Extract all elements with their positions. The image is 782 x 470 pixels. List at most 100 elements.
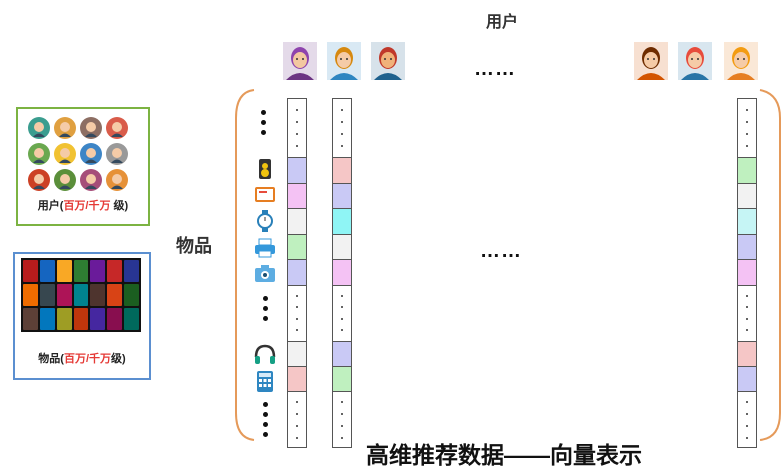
movie-poster-thumb <box>23 260 38 282</box>
user-face-icon <box>28 117 50 139</box>
items-axis-label: 物品 <box>176 236 212 256</box>
tablet-icon <box>253 184 277 206</box>
vector-cell <box>333 182 351 209</box>
user-avatar-icon <box>678 42 712 80</box>
vector-cell <box>333 341 351 366</box>
users-axis-label: 用户 <box>486 14 519 31</box>
movie-poster-thumb <box>39 308 55 330</box>
vector-dots <box>288 285 306 341</box>
user-face-icon <box>54 117 76 139</box>
user-face-icon <box>54 169 76 191</box>
user-face-icon <box>54 143 76 165</box>
item-posters-grid <box>21 258 141 332</box>
user-face-icon <box>106 143 128 165</box>
movie-poster-thumb <box>90 284 106 306</box>
vector-cell <box>288 341 306 366</box>
items-caption-suffix: 级) <box>111 353 126 365</box>
item-dots-middle <box>263 296 268 321</box>
vector-cell <box>288 208 306 234</box>
vector-cell <box>738 233 756 260</box>
users-caption-prefix: 用户( <box>37 200 64 212</box>
vector-dots <box>333 285 351 341</box>
movie-poster-thumb <box>107 284 123 306</box>
vector-dots <box>288 391 306 449</box>
user-face-icon <box>80 117 102 139</box>
movie-poster-thumb <box>73 260 89 282</box>
vector-dots <box>738 285 756 341</box>
movie-poster-thumb <box>39 260 55 282</box>
vector-cell <box>738 157 756 183</box>
vector-cell <box>333 208 351 234</box>
vector-dots <box>333 391 351 449</box>
watch-icon <box>253 210 277 232</box>
vector-cell <box>333 233 351 260</box>
movie-poster-thumb <box>90 260 106 282</box>
item-dots-top <box>261 110 266 135</box>
vector-cell <box>288 259 306 285</box>
movie-poster-thumb <box>124 260 139 282</box>
vector-column <box>287 98 307 448</box>
movie-poster-thumb <box>90 308 106 330</box>
movie-poster-thumb <box>56 260 72 282</box>
items-scale-caption: 物品(百万/千万级) <box>15 350 149 366</box>
vector-cell <box>288 233 306 260</box>
vector-cell <box>738 341 756 366</box>
vector-cell <box>288 182 306 209</box>
vector-column <box>737 98 757 448</box>
users-caption-scale: 百万/千万 <box>63 200 111 212</box>
user-avatar-icon <box>634 42 668 80</box>
vector-dots <box>738 99 756 157</box>
items-scale-box: 物品(百万/千万级) <box>13 252 151 380</box>
movie-poster-thumb <box>73 284 89 306</box>
vector-column <box>332 98 352 448</box>
items-caption-prefix: 物品( <box>38 353 64 365</box>
left-bracket <box>235 89 255 441</box>
printer-icon <box>253 237 277 259</box>
vector-cell <box>738 366 756 391</box>
user-avatar-icon <box>724 42 758 80</box>
movie-poster-thumb <box>23 308 38 330</box>
camera-icon <box>253 262 277 284</box>
vector-dots <box>288 99 306 157</box>
user-avatar-icon <box>327 42 361 80</box>
headphones-icon <box>253 343 277 365</box>
user-face-icon <box>80 169 102 191</box>
user-avatar-icon <box>283 42 317 80</box>
vector-cell <box>738 182 756 209</box>
user-face-icon <box>80 143 102 165</box>
vector-cell <box>333 366 351 391</box>
movie-poster-thumb <box>124 308 139 330</box>
users-ellipsis: …… <box>474 58 516 80</box>
vector-cell <box>333 259 351 285</box>
movie-poster-thumb <box>56 284 72 306</box>
vector-cell <box>288 366 306 391</box>
speaker-icon <box>253 158 277 180</box>
user-faces-grid <box>28 117 128 191</box>
user-face-icon <box>28 143 50 165</box>
movie-poster-thumb <box>107 260 123 282</box>
user-face-icon <box>106 169 128 191</box>
movie-poster-thumb <box>23 284 38 306</box>
movie-poster-thumb <box>124 284 139 306</box>
movie-poster-thumb <box>73 308 89 330</box>
movie-poster-thumb <box>107 308 123 330</box>
users-caption-suffix: 级) <box>110 200 129 212</box>
items-caption-scale: 百万/千万 <box>63 353 112 365</box>
calculator-icon <box>253 370 277 392</box>
item-dots-bottom <box>263 402 268 437</box>
vector-representation-caption: 高维推荐数据——向量表示 <box>366 442 642 468</box>
vector-dots <box>333 99 351 157</box>
vector-cell <box>333 157 351 183</box>
vector-cell <box>738 259 756 285</box>
user-avatar-icon <box>371 42 405 80</box>
movie-poster-thumb <box>56 308 72 330</box>
vector-cell <box>288 157 306 183</box>
user-face-icon <box>106 117 128 139</box>
user-face-icon <box>28 169 50 191</box>
users-scale-caption: 用户(百万/千万 级) <box>18 197 148 213</box>
right-bracket <box>759 89 781 441</box>
movie-poster-thumb <box>39 284 55 306</box>
vectors-ellipsis: …… <box>480 240 522 262</box>
vector-dots <box>738 391 756 449</box>
vector-cell <box>738 208 756 234</box>
